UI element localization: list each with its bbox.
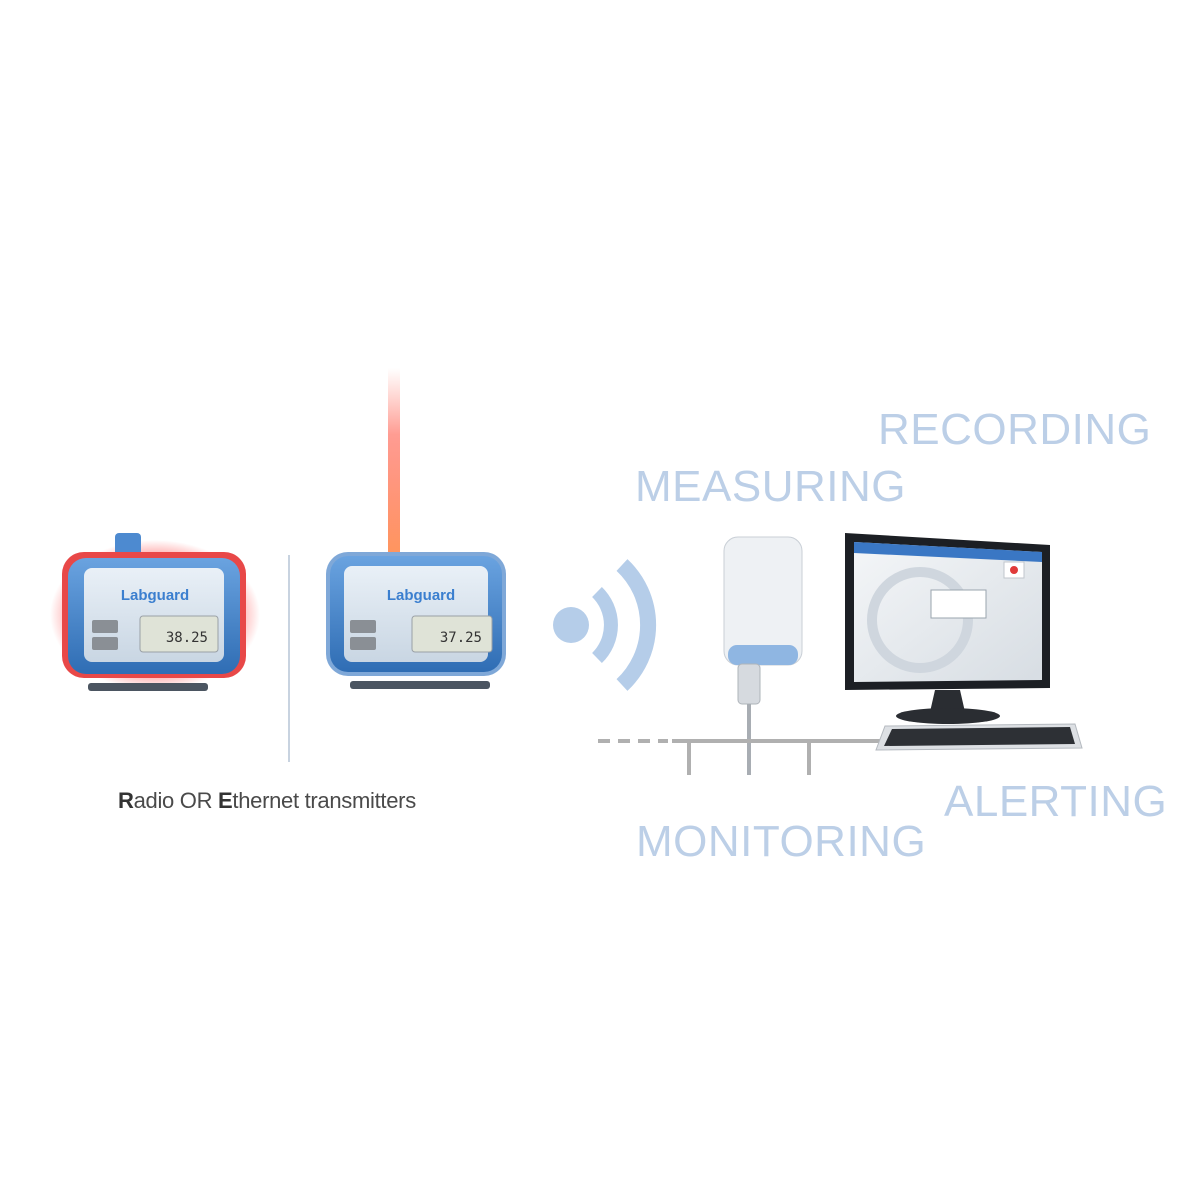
lcd-display: [139, 615, 219, 653]
login-dialog: [930, 589, 987, 619]
keyword-monitoring: MONITORING: [636, 817, 927, 866]
caption-initial-r: R: [118, 788, 134, 813]
computer-monitor-icon: [845, 533, 1050, 724]
lcd-display: [411, 615, 493, 653]
button-lower: [92, 637, 118, 650]
ethernet-transmitter-icon: [326, 368, 506, 689]
keyboard-keys: [884, 727, 1075, 746]
caption-initial-e: E: [218, 788, 233, 813]
radio-transmitter-icon: [50, 533, 260, 691]
wireless-signal-icon: [553, 559, 657, 691]
transmitter-reading-ethernet: 37.25: [440, 630, 482, 646]
button-upper: [92, 620, 118, 633]
keyboard-icon: [875, 723, 1083, 751]
button-upper: [350, 620, 376, 633]
transmitters-caption: Radio OR Ethernet transmitters: [118, 788, 416, 814]
app-titlebar: [854, 542, 1042, 562]
app-background-graphic: [867, 567, 973, 673]
network-line: [598, 739, 880, 775]
gateway-base: [728, 645, 798, 665]
gateway-receiver-icon: [723, 536, 803, 775]
connector-strip: [88, 683, 208, 691]
ethernet-plug: [737, 663, 761, 705]
monitor-stand: [896, 708, 1000, 724]
transmitter-brand-radio: Labguard: [121, 587, 189, 604]
button-lower: [350, 637, 376, 650]
monitor-neck: [930, 690, 965, 712]
keyword-recording: RECORDING: [878, 405, 1152, 454]
keyword-alerting: ALERTING: [944, 777, 1168, 826]
connector-strip: [350, 681, 490, 689]
caption-text-radio: adio OR: [133, 788, 219, 813]
signal-arc-inner: [591, 586, 618, 664]
caption-text-ethernet: thernet transmitters: [232, 788, 416, 813]
transmitter-brand-ethernet: Labguard: [387, 587, 455, 604]
signal-dot: [553, 607, 589, 643]
light-beam: [388, 368, 400, 558]
app-logo-dot: [1010, 566, 1018, 574]
signal-arc-outer: [616, 559, 657, 691]
transmitter-reading-radio: 38.25: [166, 630, 208, 646]
keyword-measuring: MEASURING: [635, 462, 906, 511]
